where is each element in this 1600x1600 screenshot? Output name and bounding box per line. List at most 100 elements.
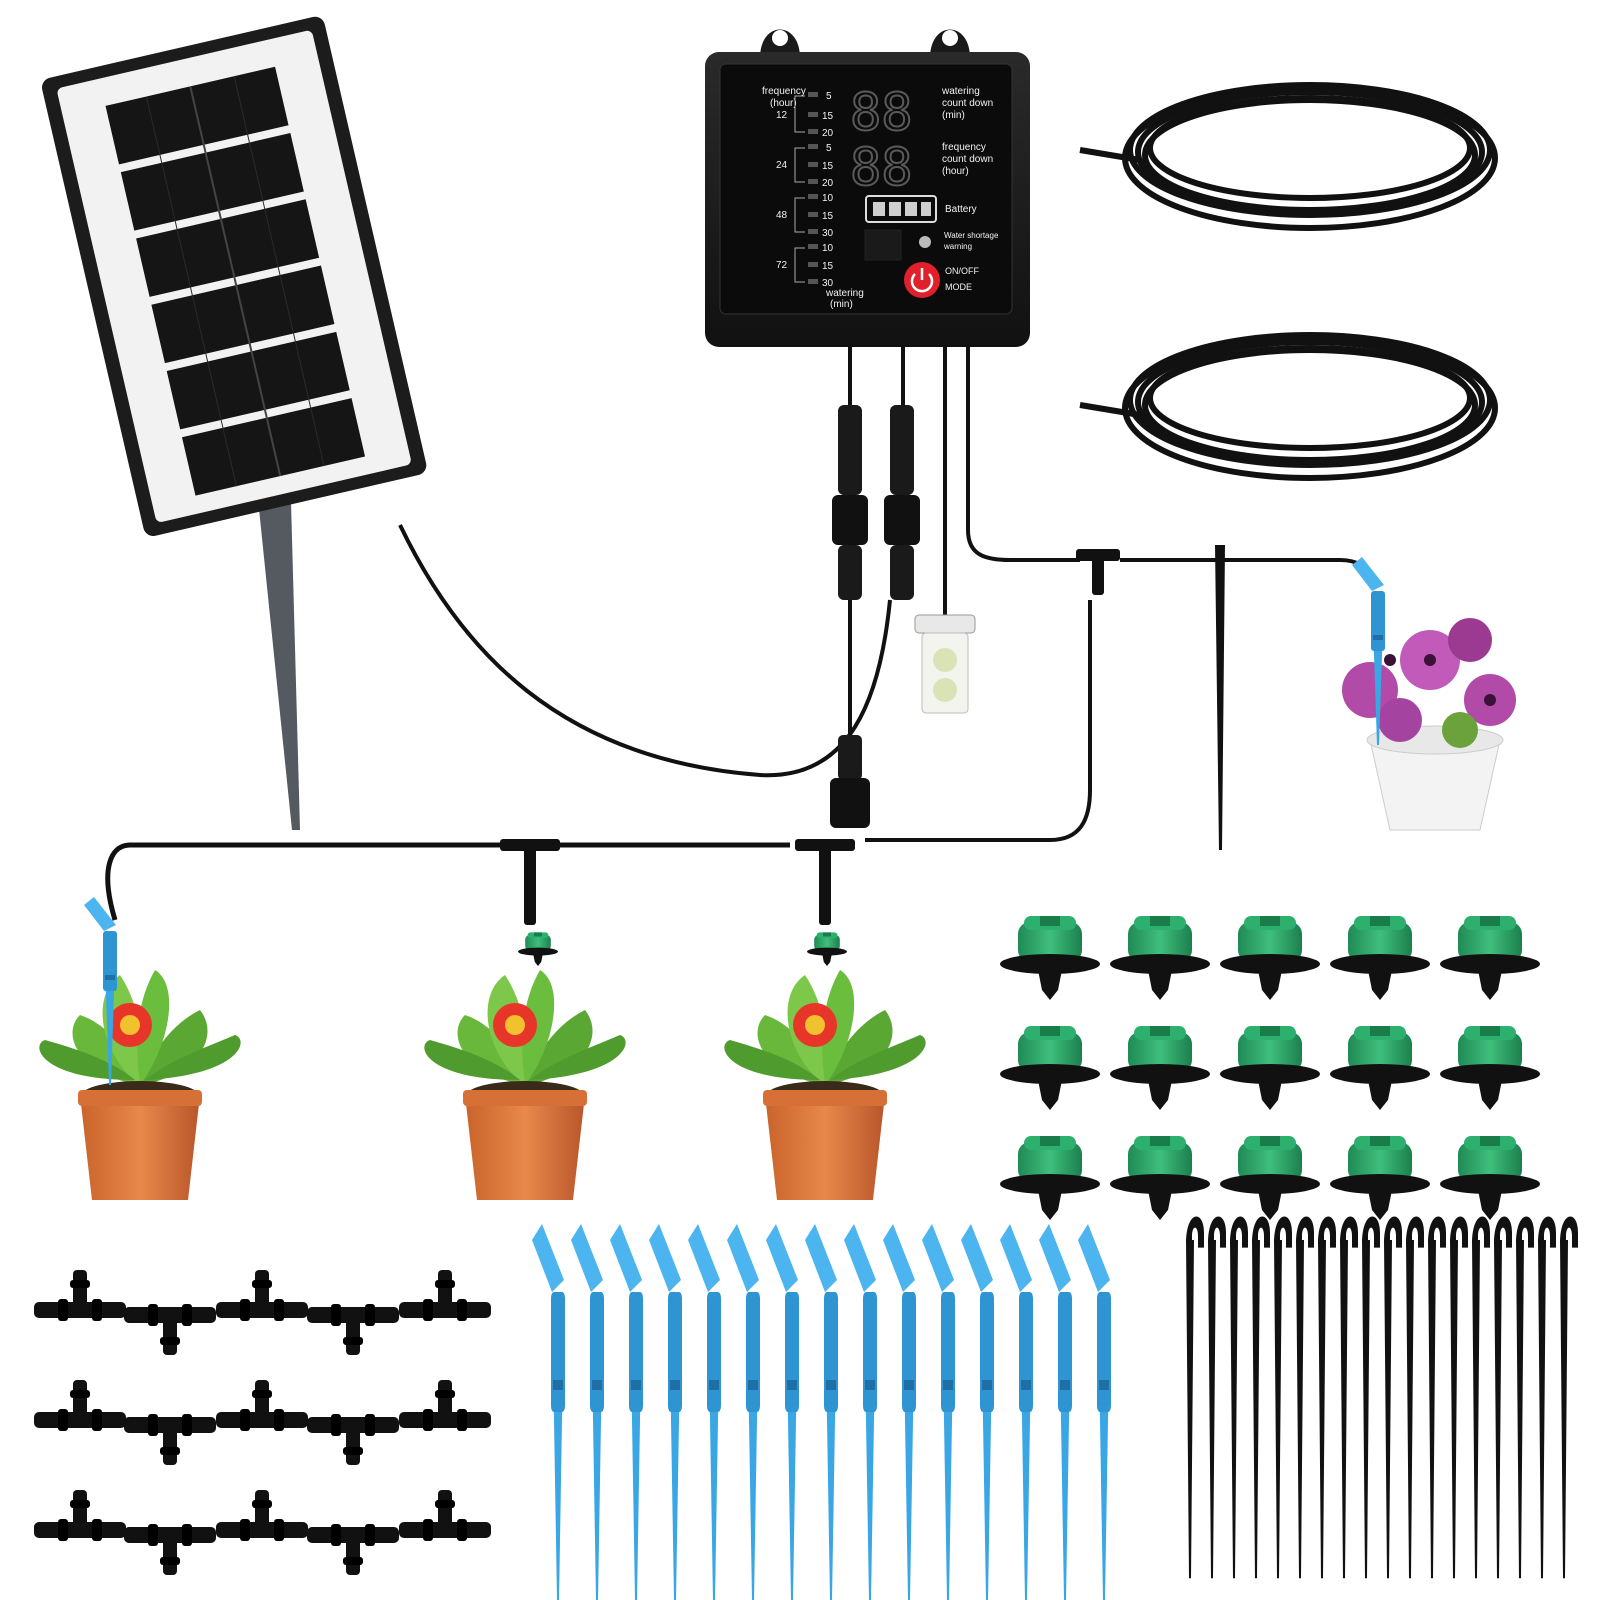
frequency-group-72: 72 10 15 30 bbox=[776, 243, 834, 289]
black-stake bbox=[1516, 1216, 1534, 1579]
group-hours: 12 bbox=[776, 110, 788, 121]
minute-option: 5 bbox=[826, 91, 832, 102]
tee-connector bbox=[399, 1380, 491, 1431]
watering-countdown-label: (min) bbox=[942, 110, 965, 121]
inline-tee bbox=[795, 839, 855, 925]
minute-option: 10 bbox=[822, 193, 834, 204]
watering-countdown-display: 88 bbox=[850, 83, 913, 143]
black-support-stakes bbox=[1186, 1216, 1578, 1579]
minute-option: 15 bbox=[822, 211, 834, 222]
drip-emitter bbox=[1220, 1136, 1320, 1220]
water-level-sensor bbox=[914, 614, 976, 714]
tee-connector bbox=[124, 1414, 216, 1465]
petunia-pot bbox=[1342, 557, 1516, 831]
black-stake bbox=[1472, 1216, 1490, 1579]
blue-stake bbox=[1039, 1224, 1072, 1600]
tee-connector bbox=[216, 1490, 308, 1541]
tee-connectors bbox=[34, 1270, 491, 1575]
black-stake bbox=[1494, 1216, 1512, 1579]
cable-connectors bbox=[830, 405, 920, 828]
minute-option: 15 bbox=[822, 161, 834, 172]
plant-pot bbox=[724, 970, 926, 1200]
drip-emitter bbox=[1330, 1026, 1430, 1110]
minute-option: 10 bbox=[822, 243, 834, 254]
inline-tee bbox=[1076, 549, 1120, 595]
drip-emitter bbox=[1330, 916, 1430, 1000]
inline-emitter bbox=[807, 932, 847, 966]
blue-stake bbox=[649, 1224, 682, 1600]
tee-connector bbox=[216, 1270, 308, 1321]
drip-emitter bbox=[1000, 1026, 1100, 1110]
tubing-coil-bottom bbox=[1079, 332, 1498, 481]
minute-option: 20 bbox=[822, 178, 834, 189]
solar-cells bbox=[105, 66, 366, 496]
black-stake bbox=[1340, 1216, 1358, 1579]
black-stake bbox=[1538, 1216, 1556, 1579]
tee-connector bbox=[124, 1304, 216, 1355]
black-stake bbox=[1362, 1216, 1380, 1579]
frequency-label: frequency bbox=[762, 86, 806, 97]
black-stake bbox=[1274, 1216, 1292, 1579]
tubing-coil-top bbox=[1079, 82, 1498, 231]
frequency-countdown-label: count down bbox=[942, 154, 993, 165]
drip-emitter bbox=[1110, 1136, 1210, 1220]
water-shortage-label: warning bbox=[943, 242, 972, 251]
blue-stake bbox=[883, 1224, 916, 1600]
tee-connector bbox=[124, 1524, 216, 1575]
black-stake bbox=[1230, 1216, 1248, 1579]
group-hours: 72 bbox=[776, 260, 788, 271]
tee-connector bbox=[34, 1270, 126, 1321]
mode-label: MODE bbox=[945, 282, 972, 292]
blue-stake bbox=[532, 1224, 565, 1600]
battery-label: Battery bbox=[945, 204, 977, 215]
solar-panel bbox=[41, 16, 427, 830]
power-icon bbox=[910, 268, 934, 293]
drip-emitter bbox=[1330, 1136, 1430, 1220]
power-button[interactable] bbox=[904, 262, 940, 298]
drip-emitter bbox=[1220, 916, 1320, 1000]
onoff-label: ON/OFF bbox=[945, 266, 979, 276]
controller-box: frequency (hour) 12 5 15 20 24 5 15 20 4… bbox=[705, 29, 1030, 347]
blue-stake bbox=[805, 1224, 838, 1600]
drip-emitter bbox=[1440, 1026, 1540, 1110]
tee-connector bbox=[307, 1304, 399, 1355]
minute-option: 30 bbox=[822, 278, 834, 289]
inline-emitter bbox=[518, 932, 558, 966]
drip-emitter bbox=[1110, 916, 1210, 1000]
blue-stake bbox=[922, 1224, 955, 1600]
minute-option: 15 bbox=[822, 111, 834, 122]
blue-stake bbox=[688, 1224, 721, 1600]
group-hours: 48 bbox=[776, 210, 788, 221]
tee-connector bbox=[216, 1380, 308, 1431]
black-stake bbox=[1318, 1216, 1336, 1579]
ground-spike bbox=[255, 465, 300, 830]
black-stake bbox=[1384, 1216, 1402, 1579]
watering-countdown-label: watering bbox=[941, 86, 980, 97]
drip-emitter bbox=[1000, 1136, 1100, 1220]
support-stake bbox=[1215, 545, 1225, 850]
tee-connector bbox=[307, 1414, 399, 1465]
frequency-countdown-display: 88 bbox=[850, 138, 913, 198]
minute-option: 5 bbox=[826, 143, 832, 154]
water-shortage-led bbox=[919, 236, 931, 248]
blue-stake bbox=[1000, 1224, 1033, 1600]
frequency-group-24: 24 5 15 20 bbox=[776, 143, 834, 189]
black-stake bbox=[1208, 1216, 1226, 1579]
blue-stake bbox=[1078, 1224, 1111, 1600]
petunia-flowers bbox=[1342, 618, 1516, 748]
plant-pot bbox=[39, 897, 241, 1200]
drip-emitter bbox=[1440, 916, 1540, 1000]
drip-emitter bbox=[1110, 1026, 1210, 1110]
water-shortage-label: Water shortage bbox=[944, 231, 999, 240]
battery-indicator bbox=[865, 195, 937, 223]
blue-stake bbox=[727, 1224, 760, 1600]
black-stake bbox=[1450, 1216, 1468, 1579]
tee-connector bbox=[399, 1490, 491, 1541]
tee-connector bbox=[34, 1490, 126, 1541]
blue-stake bbox=[844, 1224, 877, 1600]
drip-emitter bbox=[1000, 916, 1100, 1000]
blue-stake bbox=[961, 1224, 994, 1600]
frequency-group-12: 12 5 15 20 bbox=[776, 91, 834, 139]
black-stake bbox=[1560, 1216, 1578, 1579]
